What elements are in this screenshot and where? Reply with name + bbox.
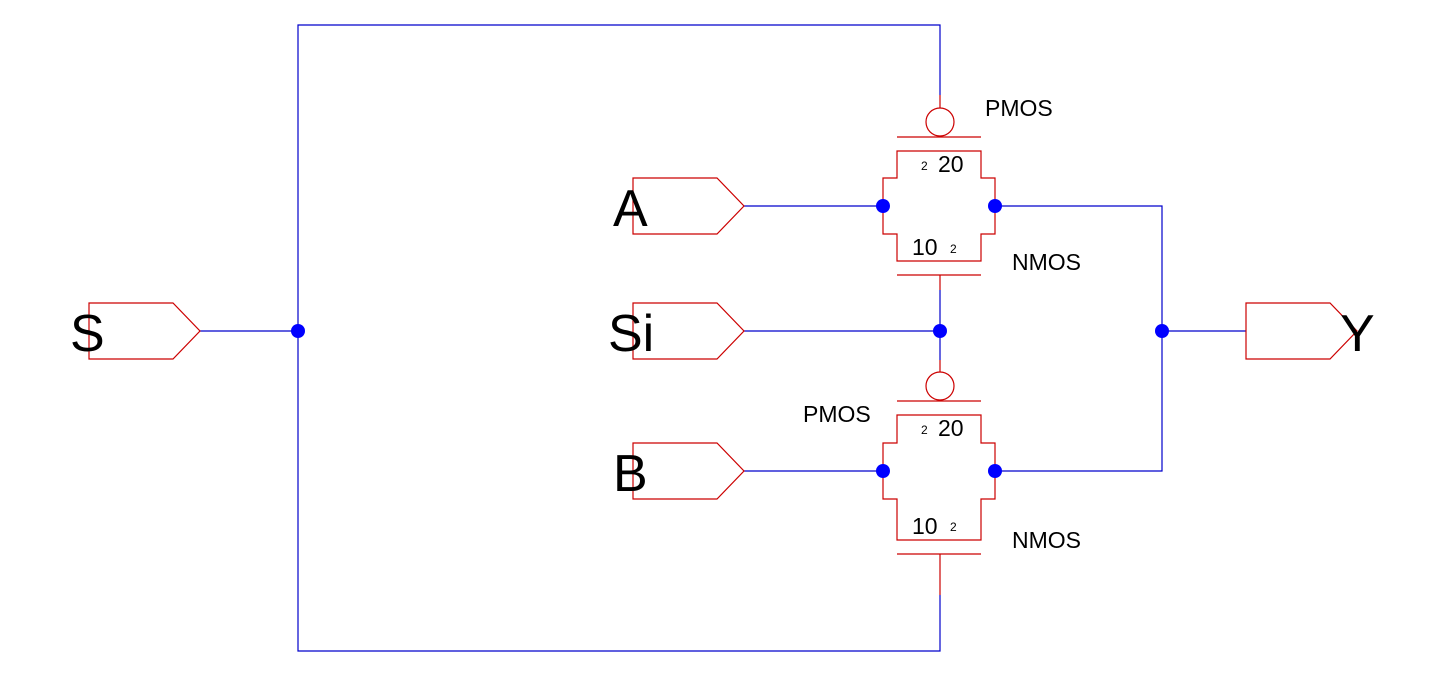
top-pmos-label: PMOS (985, 95, 1053, 121)
nmos-top-channel (882, 206, 996, 262)
junction-si (933, 324, 947, 338)
bottom-nmos-label: NMOS (1012, 527, 1081, 553)
top-n-width: 10 (912, 234, 938, 260)
bottom-n-width: 10 (912, 513, 938, 539)
pin-y-shape[interactable] (1245, 302, 1358, 360)
pin-b-shape[interactable] (632, 442, 745, 500)
nmos-bottom-channel (882, 471, 996, 541)
bottom-p-length: 2 (921, 423, 928, 437)
top-nmos-label: NMOS (1012, 249, 1081, 275)
junction-a-gate (876, 199, 890, 213)
top-p-length: 2 (921, 159, 928, 173)
bottom-p-width: 20 (938, 415, 964, 441)
transmission-gate-top[interactable] (882, 95, 996, 331)
pin-label-b: B (613, 445, 648, 503)
pin-si-shape[interactable] (632, 302, 745, 360)
pin-s-shape[interactable] (88, 302, 201, 360)
pmos-top-bubble (925, 107, 955, 137)
pin-label-si: Si (608, 305, 654, 363)
bottom-pmos-label: PMOS (803, 401, 871, 427)
transmission-gate-bottom[interactable] (882, 331, 996, 595)
pin-label-y: Y (1340, 305, 1375, 363)
junction-b-gate (876, 464, 890, 478)
top-p-width: 20 (938, 151, 964, 177)
pin-label-a: A (613, 180, 648, 238)
wires (200, 24, 1246, 652)
junction-bottom-out (988, 464, 1002, 478)
bottom-n-length: 2 (950, 520, 957, 534)
pin-label-s: S (70, 305, 105, 363)
junction-y (1155, 324, 1169, 338)
pin-a-shape[interactable] (632, 177, 745, 235)
junction-top-out (988, 199, 1002, 213)
wire-top-output (995, 205, 1163, 472)
pin-shapes (88, 177, 1358, 500)
junctions (291, 199, 1169, 478)
pmos-bottom-channel (882, 414, 996, 471)
top-n-length: 2 (950, 242, 957, 256)
pmos-top-channel (882, 150, 996, 206)
junction-s (291, 324, 305, 338)
pmos-bottom-bubble (925, 371, 955, 401)
